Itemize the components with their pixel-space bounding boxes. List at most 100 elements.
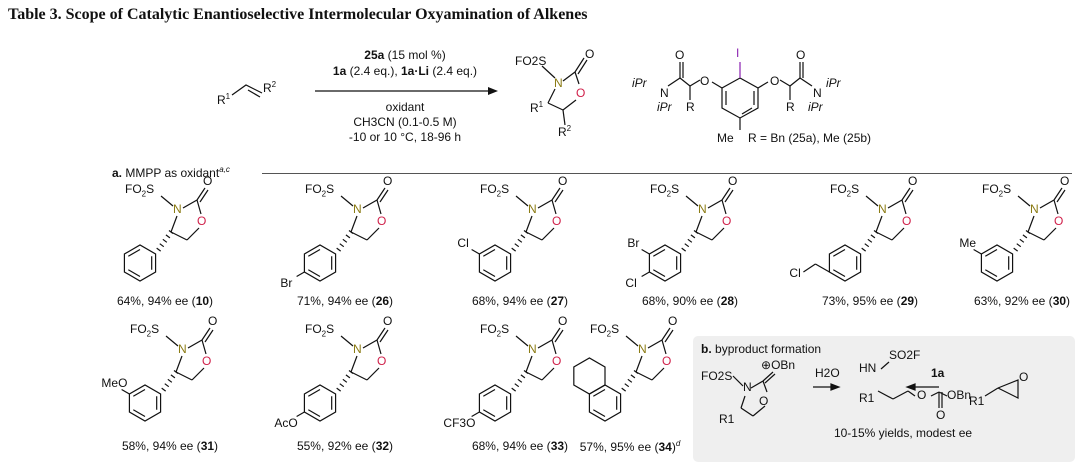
- table-title: Table 3. Scope of Catalytic Enantioselec…: [8, 6, 588, 23]
- structure-drawing: [121, 327, 214, 422]
- compound-number: 28: [720, 294, 735, 308]
- byproduct-n: N: [743, 380, 752, 394]
- fo2s-label: FO2S: [982, 182, 1012, 199]
- catalyst-n-right: N: [813, 86, 822, 100]
- fo2s-label: FO2S: [830, 182, 860, 199]
- ring-o-label: O: [722, 214, 732, 228]
- byproduct-panel: b. byproduct formation FO2S N ⊕OBn O R1 …: [693, 336, 1075, 462]
- yield: 73%: [821, 294, 846, 308]
- product-r1: R1: [530, 100, 544, 115]
- structure-drawing: [296, 327, 389, 422]
- byproduct-result: 10-15% yields, modest ee: [833, 426, 973, 440]
- byproduct-product-r1: R1: [859, 391, 875, 405]
- fo2s-label: FO2S: [305, 322, 335, 339]
- substituent-label: Cl: [789, 266, 801, 280]
- byproduct-fo2s: FO2S: [701, 369, 733, 383]
- structure-drawing: [973, 187, 1066, 282]
- substituent-label: Cl: [625, 276, 637, 290]
- section-divider: [262, 173, 1072, 174]
- compound-number: 32: [375, 439, 390, 453]
- compound-number: 31: [200, 439, 215, 453]
- catalyst-o-left: O: [700, 74, 710, 88]
- compound-caption: 57%, 95% ee (34)d: [579, 439, 681, 454]
- catalyst-o-right: O: [770, 74, 780, 88]
- catalyst-ipr: iPr: [808, 100, 823, 114]
- nitrogen-label: N: [878, 202, 887, 216]
- compound-number: 33: [550, 439, 565, 453]
- catalyst-iodine: I: [736, 46, 740, 60]
- compound-caption: 63%, 92% ee (30): [973, 294, 1071, 308]
- structure-drawing: [471, 187, 564, 282]
- product-ring-o: O: [576, 86, 586, 100]
- ring-o-label: O: [1054, 214, 1064, 228]
- compound-caption: 58%, 94% ee (31): [121, 439, 219, 453]
- carbonyl-o-label: O: [668, 314, 678, 328]
- catalyst-carbonyl-left: O: [675, 48, 685, 62]
- structure-drawing: [296, 187, 389, 282]
- compound-number: 27: [550, 294, 565, 308]
- yield: 64%: [116, 294, 141, 308]
- nitrogen-label: N: [353, 202, 362, 216]
- footnote: d: [675, 439, 681, 448]
- catalyst-label: R = Bn (25a), Me (25b): [748, 131, 872, 145]
- yield: 68%: [471, 439, 496, 453]
- substrate-r1: R1: [217, 92, 231, 107]
- substituent-label: Br: [280, 276, 293, 290]
- substituent-label: Br: [627, 236, 640, 250]
- catalyst-carbonyl-right: O: [796, 48, 806, 62]
- reagent-1a: 1a: [931, 366, 945, 380]
- nitrogen-label: N: [1030, 202, 1039, 216]
- structure-drawing: [803, 187, 914, 282]
- carbonyl-o-label: O: [908, 174, 918, 188]
- compound-caption: 71%, 94% ee (26): [296, 294, 394, 308]
- fo2s-label: FO2S: [480, 322, 510, 339]
- byproduct-carbonate-o: O: [917, 388, 927, 402]
- compound-caption: 73%, 95% ee (29): [821, 294, 919, 308]
- nitrogen-label: N: [528, 342, 537, 356]
- structure-drawing: [123, 187, 209, 282]
- yield: 63%: [973, 294, 998, 308]
- yield: 71%: [296, 294, 321, 308]
- product-fo2s: FO2S: [515, 54, 547, 68]
- compound-caption: 68%, 94% ee (33): [471, 439, 569, 453]
- ring-o-label: O: [197, 214, 207, 228]
- catalyst-me: Me: [717, 131, 734, 145]
- yield: 58%: [121, 439, 146, 453]
- fo2s-label: FO2S: [480, 182, 510, 199]
- compound-number: 26: [375, 294, 390, 308]
- substituent-label: CF3O: [443, 416, 476, 430]
- byproduct-carbonyl-o: O: [936, 408, 946, 422]
- catalyst-r: R: [786, 100, 795, 114]
- ee: 92% ee: [327, 439, 369, 453]
- ee: 94% ee: [502, 439, 544, 453]
- fo2s-label: FO2S: [125, 182, 155, 199]
- nitrogen-label: N: [698, 202, 707, 216]
- catalyst-n-left: N: [660, 86, 669, 100]
- structure-drawing: [641, 187, 734, 282]
- carbonyl-o-label: O: [558, 174, 568, 188]
- fo2s-label: FO2S: [590, 322, 620, 339]
- ee: 95% ee: [852, 294, 894, 308]
- ring-o-label: O: [377, 354, 387, 368]
- carbonyl-o-label: O: [203, 174, 213, 188]
- carbonyl-o-label: O: [208, 314, 218, 328]
- ee: 94% ee: [327, 294, 369, 308]
- epoxide-o: O: [1019, 370, 1029, 384]
- carbonyl-o-label: O: [383, 174, 393, 188]
- ee: 95% ee: [610, 440, 652, 454]
- ring-o-label: O: [202, 354, 212, 368]
- ring-o-label: O: [552, 354, 562, 368]
- catalyst-r: R: [686, 100, 695, 114]
- byproduct-r1: R1: [719, 412, 735, 426]
- nitrogen-label: N: [528, 202, 537, 216]
- compound-number: 10: [195, 294, 210, 308]
- nitrogen-label: N: [353, 342, 362, 356]
- ee: 92% ee: [1004, 294, 1046, 308]
